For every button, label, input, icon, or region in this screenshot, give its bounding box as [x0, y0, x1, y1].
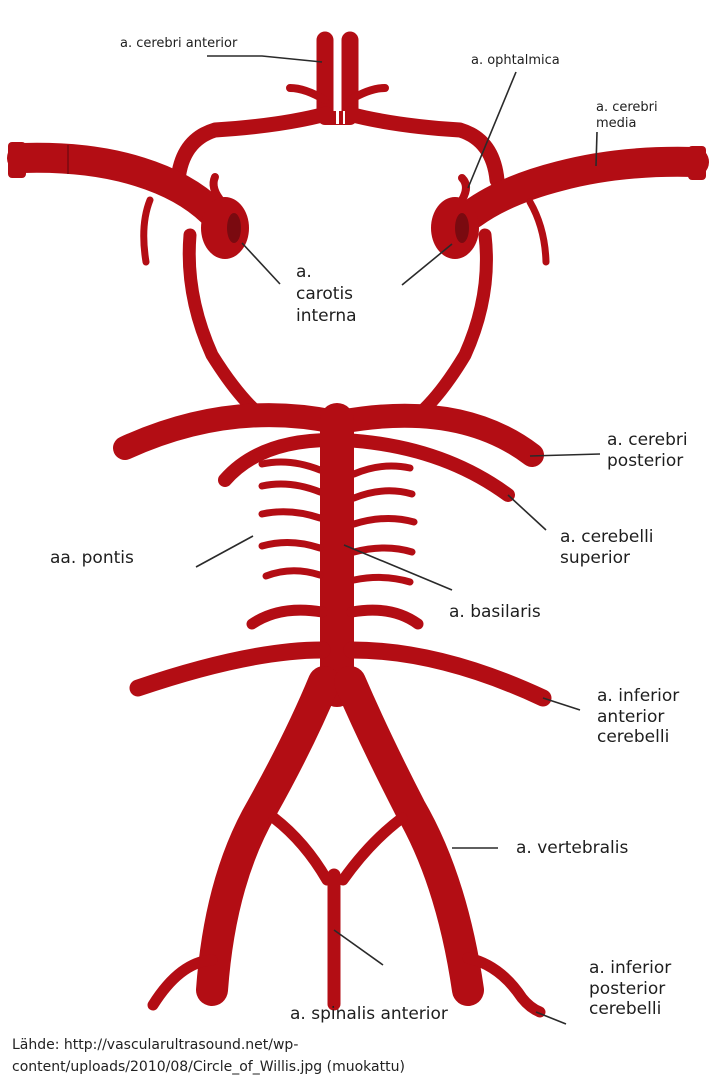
label-carotis-line1: a. [296, 262, 357, 284]
carotid-interna-left [201, 197, 249, 259]
carotid-arteries [201, 197, 479, 259]
mca-right-cap [688, 146, 706, 180]
label-cerebelli-superior-line2: superior [560, 548, 654, 569]
label-cerebri-media-line2: media [596, 116, 658, 132]
label-cerebri-posterior: a. cerebri posterior [607, 430, 688, 471]
label-cerebri-media: a. cerebri media [596, 100, 658, 132]
label-cerebri-media-line1: a. cerebri [596, 100, 658, 116]
label-inferior-posterior: a. inferior posterior cerebelli [589, 958, 671, 1020]
label-pontis: aa. pontis [50, 548, 134, 569]
label-inferior-anterior: a. inferior anterior cerebelli [597, 686, 679, 748]
source-line-2: content/uploads/2010/08/Circle_of_Willis… [12, 1056, 405, 1078]
label-basilaris: a. basilaris [449, 602, 541, 623]
aica-upper-right [352, 610, 418, 624]
carotid-lumen-right [455, 213, 469, 243]
small-branch-right [530, 202, 546, 262]
leader-cerebelli-superior [508, 495, 546, 530]
label-inferior-anterior-line3: cerebelli [597, 727, 679, 748]
label-carotis-line3: interna [296, 306, 357, 328]
label-carotis-line2: carotis [296, 284, 357, 306]
acoma-stripe [336, 111, 339, 124]
pontine-branch-l2 [262, 484, 320, 492]
mca-left-cap [8, 142, 26, 178]
leader-carotis-right [402, 244, 452, 285]
label-inferior-posterior-line1: a. inferior [589, 958, 671, 979]
leader-cerebri-media [596, 132, 597, 166]
pontine-branch-l1 [262, 462, 320, 470]
pontine-branch-l4 [262, 542, 320, 548]
label-inferior-anterior-line1: a. inferior [597, 686, 679, 707]
label-vertebralis: a. vertebralis [516, 838, 628, 859]
source-citation: Lähde: http://vascularultrasound.net/wp-… [12, 1034, 405, 1078]
label-carotis-interna: a. carotis interna [296, 262, 357, 327]
leader-lines [196, 56, 600, 1024]
pontine-branch-r2 [354, 491, 412, 498]
pontine-branch-r1 [354, 466, 410, 474]
pontine-branch-r4 [354, 548, 412, 552]
vertebral-artery-left [212, 682, 324, 990]
acoma-stripe-2 [343, 111, 345, 124]
aica-upper-left [252, 610, 322, 624]
label-cerebri-anterior: a. cerebri anterior [120, 36, 237, 52]
pontine-branch-r3 [354, 518, 414, 524]
aica-left [138, 650, 322, 688]
aica-right [352, 650, 543, 698]
leader-inferior-posterior [536, 1012, 566, 1024]
anterior-spinal-left [274, 818, 327, 880]
posterior-communicating-left [189, 235, 266, 420]
ophthalmic-artery-right [462, 178, 466, 200]
label-cerebri-posterior-line2: posterior [607, 451, 688, 472]
label-inferior-anterior-line2: anterior [597, 707, 679, 728]
leader-carotis-left [242, 243, 280, 284]
pontine-branch-l5 [266, 571, 320, 576]
label-spinalis-anterior: a. spinalis anterior [290, 1004, 448, 1025]
small-branch-left [144, 200, 150, 262]
label-cerebelli-superior-line1: a. cerebelli [560, 527, 654, 548]
leader-cerebri-anterior [207, 56, 322, 62]
label-cerebri-posterior-line1: a. cerebri [607, 430, 688, 451]
anterior-arch-left [178, 114, 326, 180]
label-inferior-posterior-line2: posterior [589, 979, 671, 1000]
source-line-1: Lähde: http://vascularultrasound.net/wp- [12, 1034, 405, 1056]
leader-pontis [196, 536, 253, 567]
leader-spinalis [334, 930, 383, 965]
arteries [22, 40, 694, 1012]
pontine-branch-l3 [262, 512, 320, 518]
carotid-lumen-left [227, 213, 241, 243]
label-cerebelli-superior: a. cerebelli superior [560, 527, 654, 568]
posterior-communicating-right [412, 235, 486, 420]
anterior-spinal-right [343, 818, 402, 880]
label-ophtalmica: a. ophtalmica [471, 53, 560, 69]
label-inferior-posterior-line3: cerebelli [589, 999, 671, 1020]
pontine-branch-r5 [354, 577, 410, 582]
middle-cerebral-artery-right [472, 162, 694, 214]
vertebral-artery-right [350, 682, 468, 990]
